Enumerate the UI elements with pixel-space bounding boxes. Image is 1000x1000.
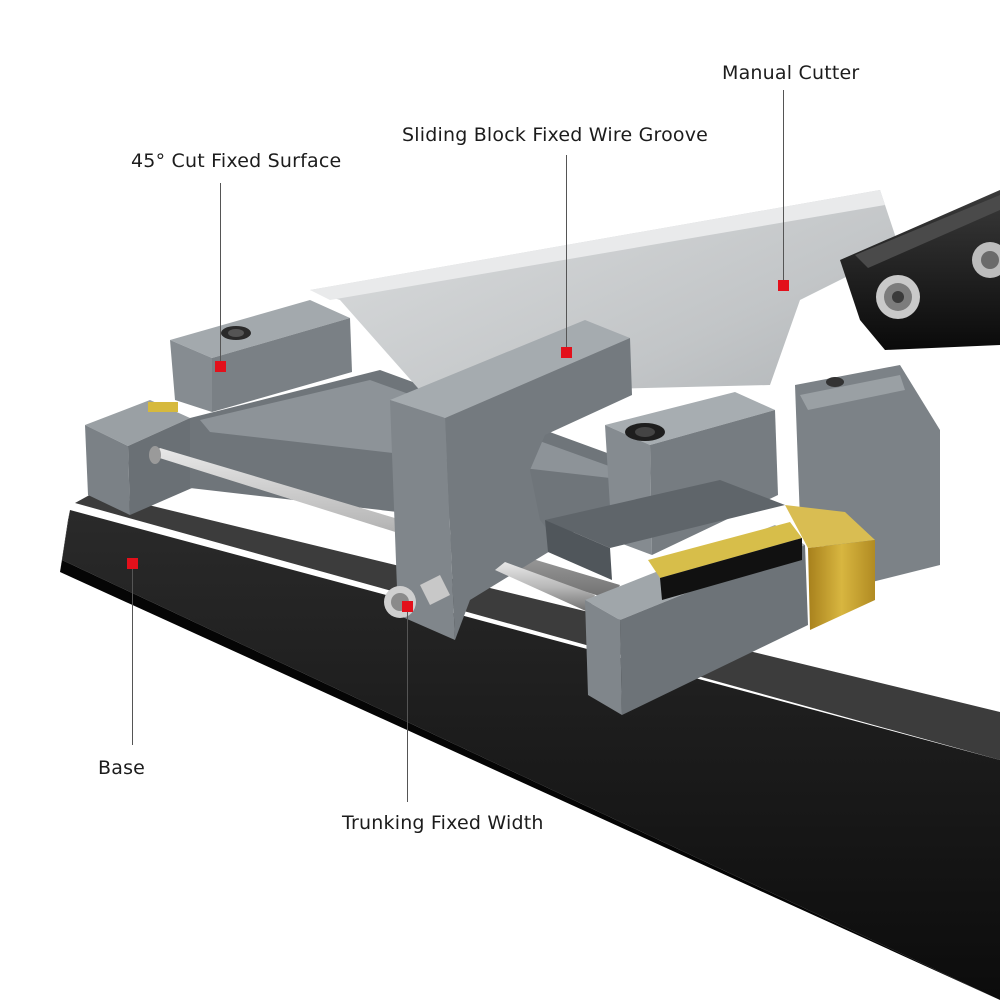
front-end-block (585, 522, 808, 715)
carriage-block (545, 480, 785, 580)
cut-surface-block (170, 300, 352, 412)
brass-insert (785, 505, 875, 630)
label-base: Base (98, 757, 146, 779)
leader-manual-cutter (783, 90, 784, 286)
label-sliding-block: Sliding Block Fixed Wire Groove (402, 124, 709, 146)
marker-manual-cutter (778, 280, 789, 291)
leader-sliding-block (566, 155, 567, 353)
leader-trunking-width (407, 607, 408, 802)
label-trunking-width: Trunking Fixed Width (342, 812, 544, 834)
marker-base (127, 558, 138, 569)
label-manual-cutter: Manual Cutter (722, 62, 860, 84)
label-cut-surface: 45° Cut Fixed Surface (131, 150, 342, 172)
front-rod (495, 562, 595, 612)
leader-base (132, 565, 133, 745)
marker-sliding-block (561, 347, 572, 358)
base-plate (60, 492, 1000, 1000)
marker-cut-surface (215, 361, 226, 372)
marker-trunking-width (402, 601, 413, 612)
handle (840, 190, 1000, 350)
leader-cut-surface (220, 183, 221, 366)
left-end-block (85, 400, 192, 515)
